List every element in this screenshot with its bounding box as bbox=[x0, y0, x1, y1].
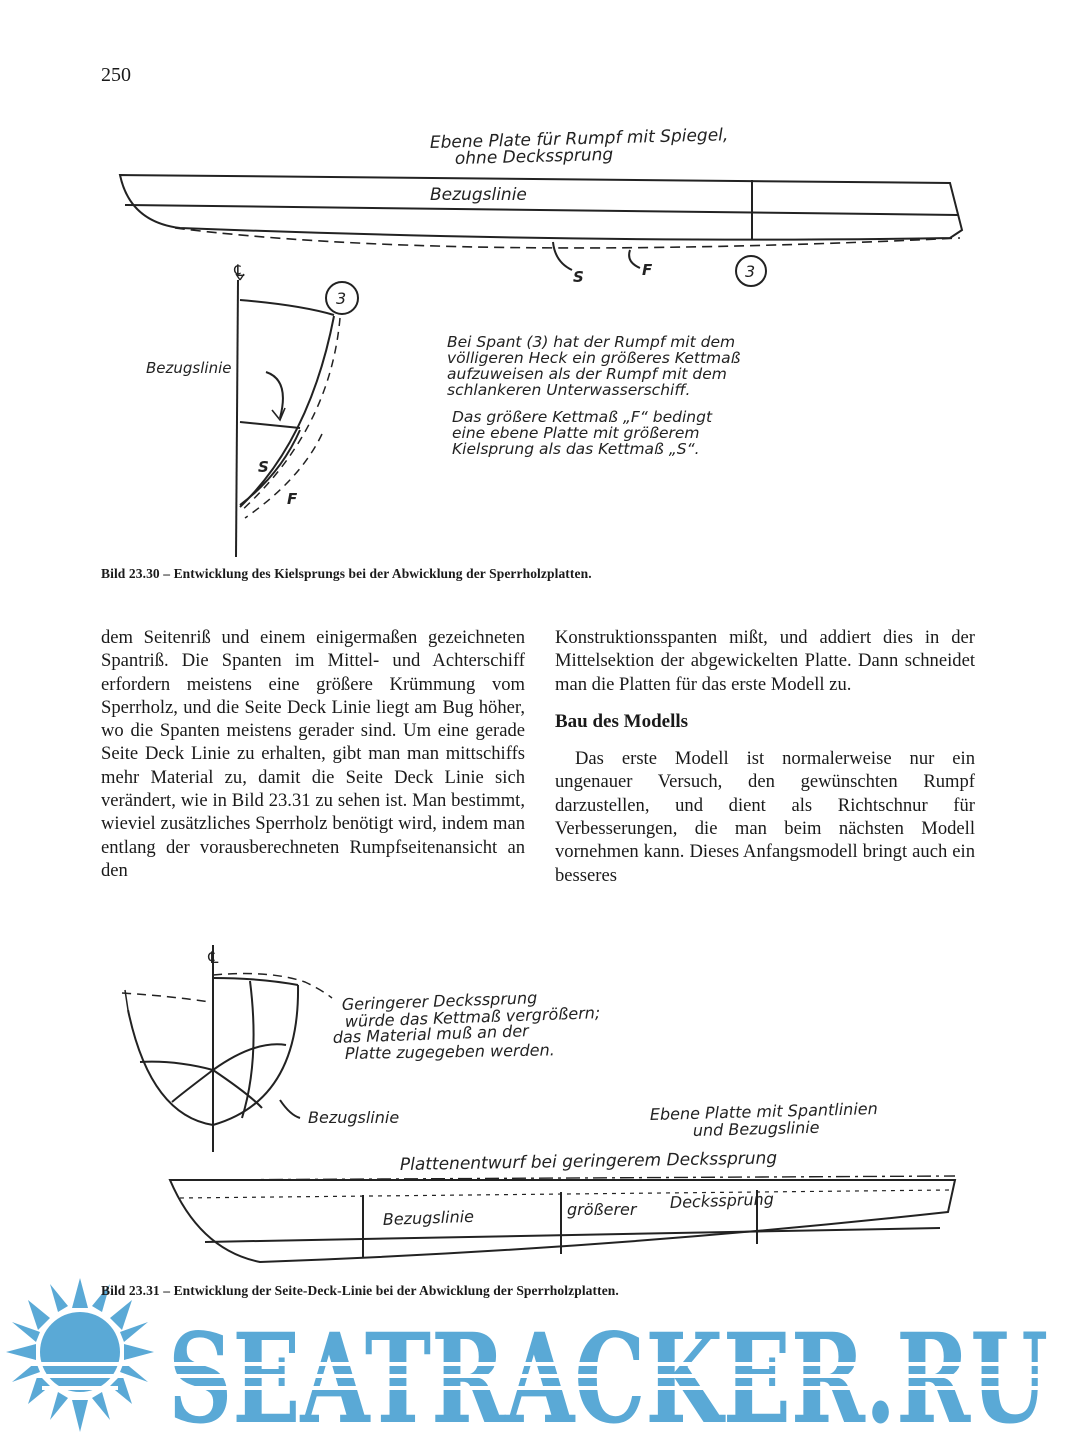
right-column: Konstruktionsspanten mißt, und addiert d… bbox=[555, 626, 975, 887]
figure-caption-23-30: Bild 23.30 – Entwicklung des Kielsprungs… bbox=[101, 566, 592, 581]
right-paragraph-2: Das erste Modell ist normalerweise nur e… bbox=[555, 748, 975, 886]
fig1-mark-f: F bbox=[642, 261, 653, 279]
fig2-plate-label-line2: und Bezugslinie bbox=[693, 1118, 820, 1140]
fig1-centerline-symbol: ℄ bbox=[232, 261, 246, 280]
watermark-sun-icon bbox=[6, 1278, 154, 1432]
fig2-centerline-symbol: ℄ bbox=[206, 948, 220, 967]
fig1-station-3-plate: 3 bbox=[745, 262, 755, 281]
fig2-section-reference-label: Bezugslinie bbox=[308, 1108, 399, 1127]
fig1-section-mark-s: S bbox=[258, 458, 269, 476]
fig1-note-line: Das größere Kettmaß „F“ bedingt bbox=[452, 408, 713, 426]
fig1-note-line: Bei Spant (3) hat der Rumpf mit dem bbox=[447, 333, 735, 351]
section-heading: Bau des Modells bbox=[555, 710, 689, 732]
left-paragraph: dem Seitenriß und einem einigermaßen gez… bbox=[101, 627, 525, 881]
fig1-note-line: eine ebene Platte mit größerem bbox=[452, 424, 700, 442]
figure-23-30: Ebene Plate für Rumpf mit Spiegel, ohne … bbox=[118, 125, 964, 558]
watermark-text: SEATRACKER.RU bbox=[168, 1307, 1048, 1436]
fig1-note: Bei Spant (3) hat der Rumpf mit dem völl… bbox=[447, 333, 741, 458]
fig2-sheer-label-b: Deckssprung bbox=[669, 1189, 774, 1212]
fig1-note-line: schlankeren Unterwasserschiff. bbox=[447, 381, 690, 399]
fig1-reference-line-label: Bezugslinie bbox=[430, 185, 527, 205]
fig2-note-line: Platte zugegeben werden. bbox=[345, 1040, 555, 1063]
fig1-station-3-section: 3 bbox=[336, 289, 346, 308]
figure-caption-23-31: Bild 23.31 – Entwicklung der Seite-Deck-… bbox=[101, 1283, 619, 1298]
fig2-design-label: Plattenentwurf bei geringerem Deckssprun… bbox=[400, 1148, 778, 1175]
fig1-note-line: aufzuweisen als der Rumpf mit dem bbox=[447, 365, 727, 383]
fig1-title-line2: ohne Deckssprung bbox=[455, 145, 614, 169]
right-paragraph-1: Konstruktionsspanten mißt, und addiert d… bbox=[555, 627, 975, 695]
page-number: 250 bbox=[101, 64, 131, 86]
fig1-note-line: Kielsprung als das Kettmaß „S“. bbox=[452, 440, 700, 458]
fig1-side-reference-label: Bezugslinie bbox=[146, 359, 231, 377]
fig1-note-line: völligeren Heck ein größeres Kettmaß bbox=[447, 349, 741, 367]
left-column: dem Seitenriß und einem einigermaßen gez… bbox=[101, 626, 525, 882]
watermark: SEATRACKER.RU bbox=[6, 1278, 1048, 1436]
fig2-reference-line-label: Bezugslinie bbox=[382, 1207, 474, 1229]
fig1-section-mark-f: F bbox=[287, 490, 298, 508]
figure-23-31: ℄ Geringerer Deckssprung würde das Kettm… bbox=[121, 945, 957, 1264]
fig2-note: Geringerer Deckssprung würde das Kettmaß… bbox=[332, 988, 600, 1063]
fig1-mark-s: S bbox=[573, 268, 584, 286]
fig2-sheer-label-a: größerer bbox=[567, 1200, 638, 1219]
